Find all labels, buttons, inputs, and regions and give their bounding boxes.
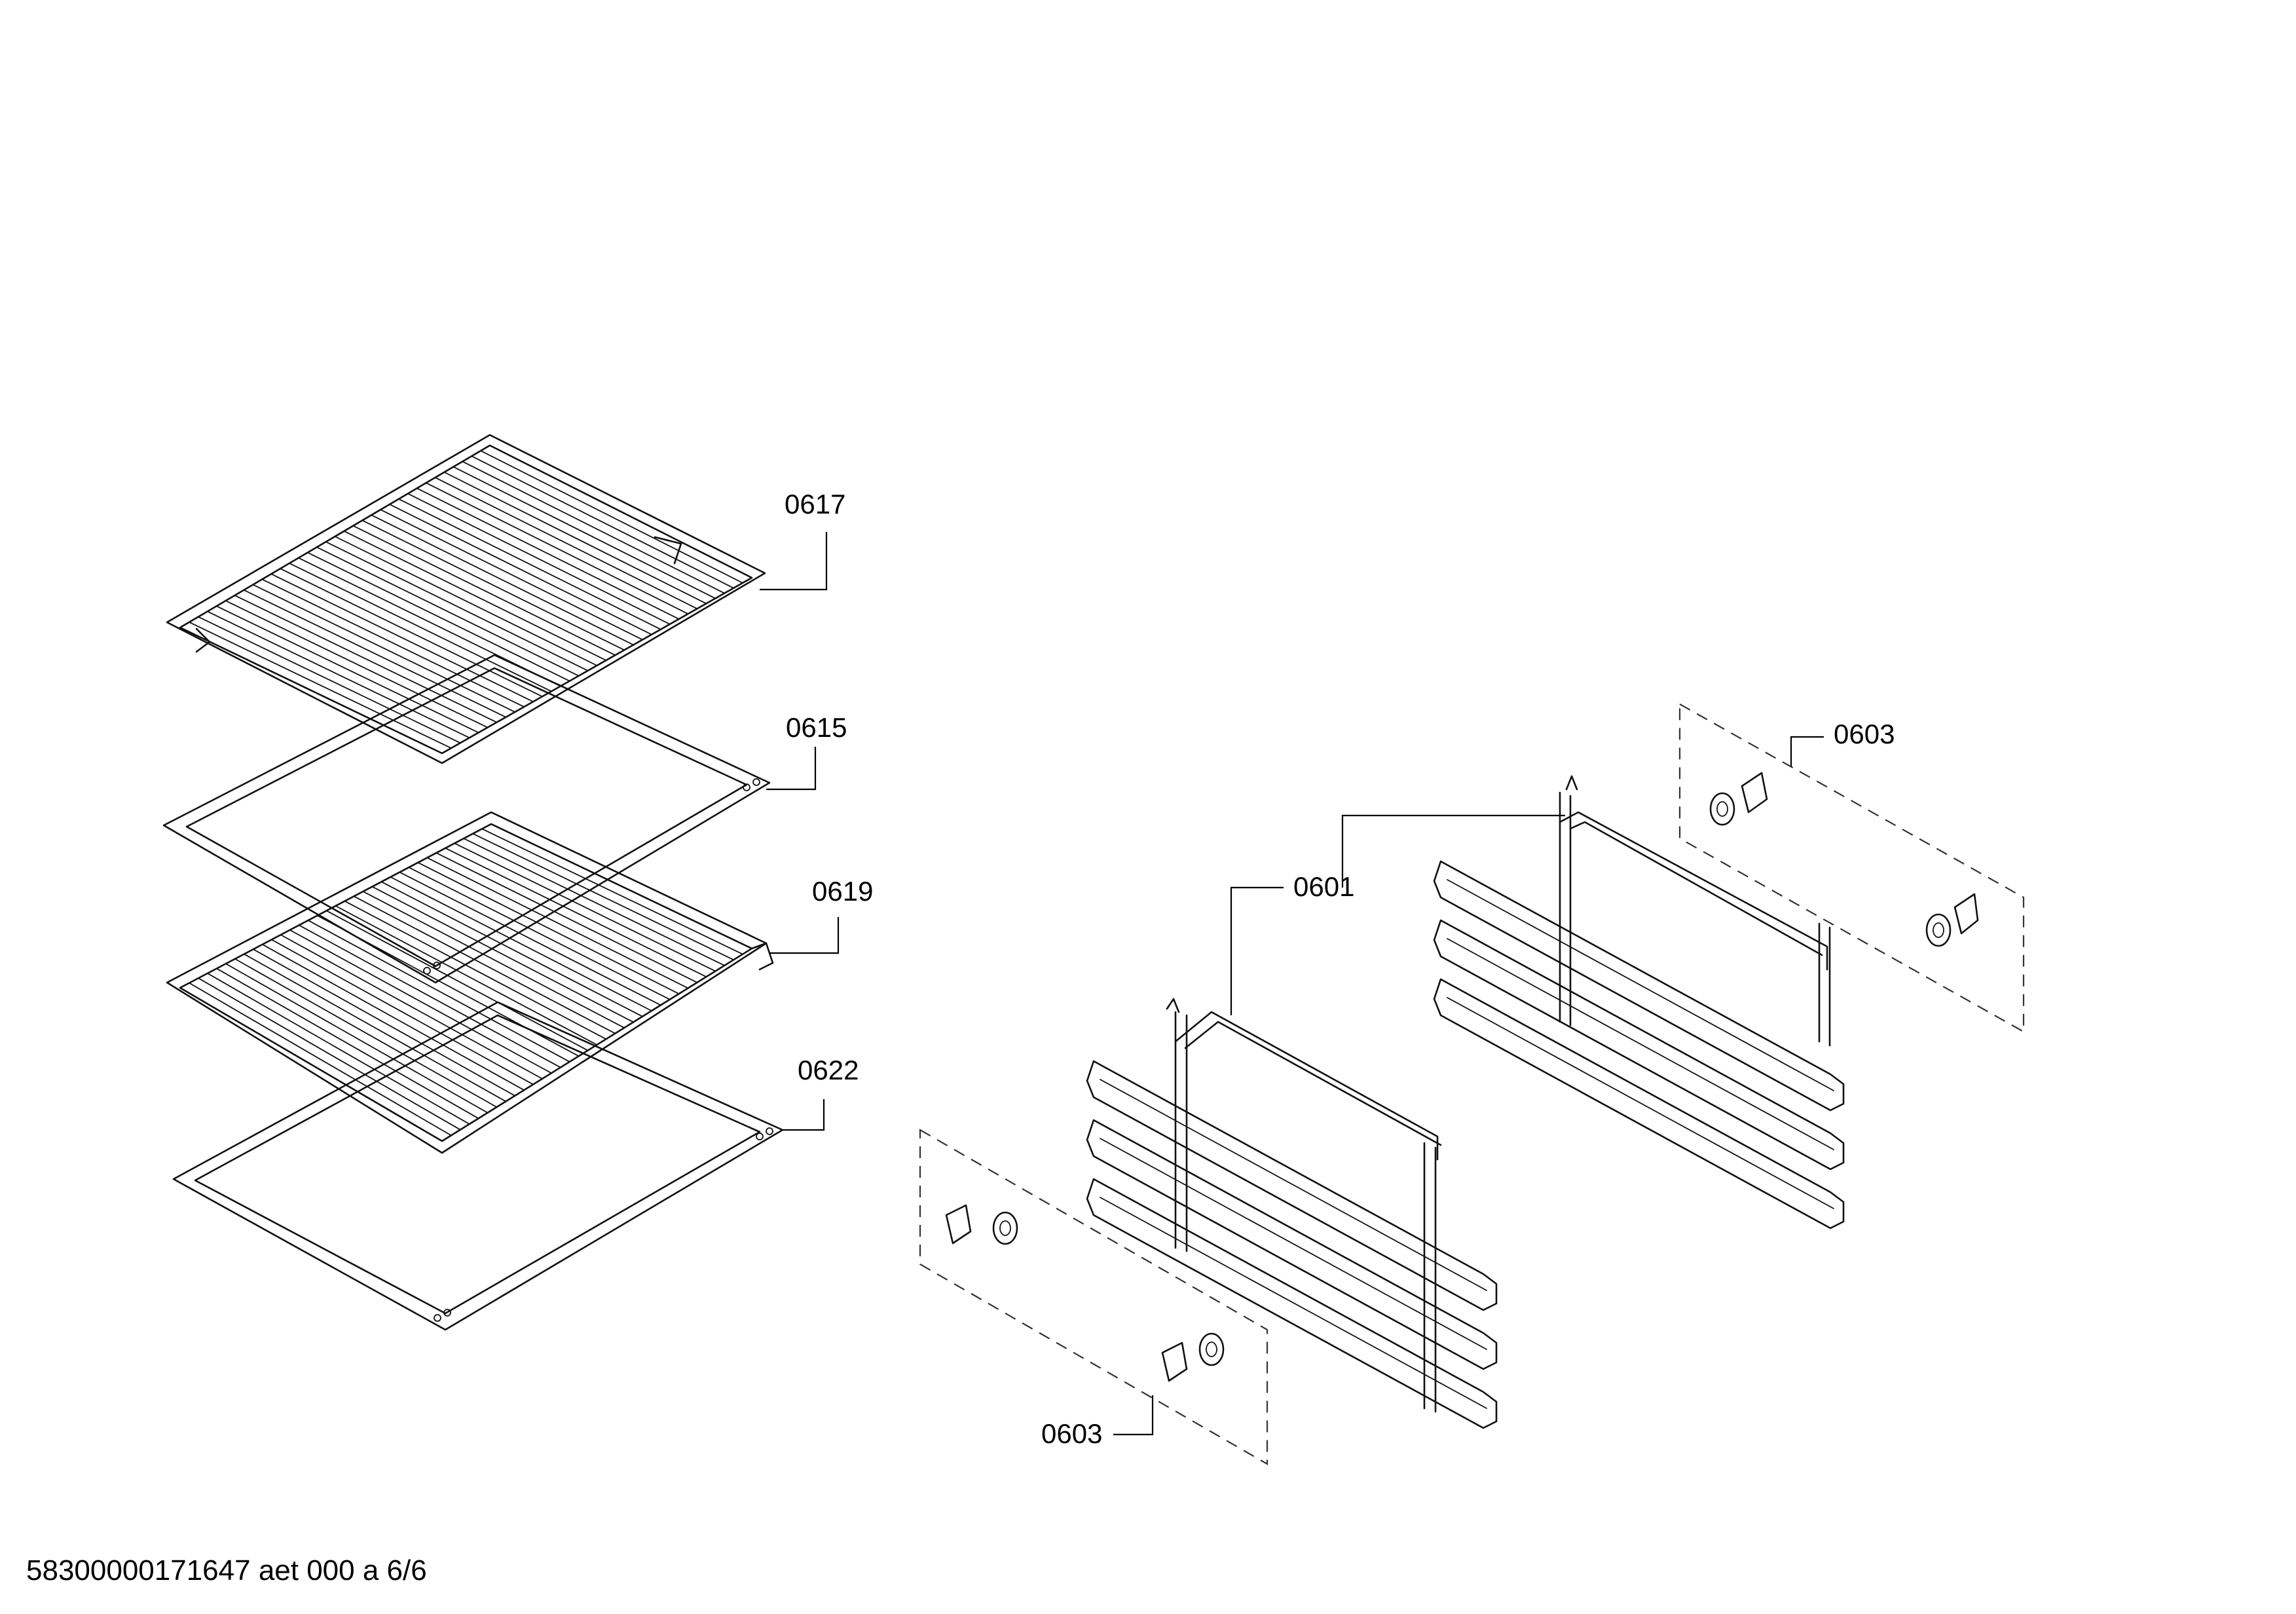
rack-bar <box>270 939 534 1085</box>
rack-bar <box>243 589 507 718</box>
leader-0601: 0601 <box>1230 814 1565 1015</box>
rack-bar <box>480 450 743 584</box>
rack-bar <box>407 493 671 625</box>
rack-bar <box>189 621 452 749</box>
part-label-0622: 0622 <box>798 1055 859 1085</box>
leader-0617: 0617 <box>760 489 845 591</box>
rack-bar <box>399 871 661 1006</box>
rack-bar <box>252 948 516 1097</box>
part-label-0615: 0615 <box>786 712 847 743</box>
part-label-0619: 0619 <box>812 876 873 907</box>
rack-bar <box>270 573 534 703</box>
rack-bar <box>215 967 479 1119</box>
fixing-clips-left <box>919 1129 1268 1465</box>
rail-set-right <box>1433 775 1845 1229</box>
part-label-0603-left: 0603 <box>1041 1418 1102 1449</box>
rack-bar <box>225 963 489 1114</box>
rack-bar <box>198 977 461 1131</box>
rack-bar <box>398 498 661 630</box>
rack-bar <box>234 595 498 723</box>
leader-0619: 0619 <box>769 876 873 954</box>
rack-bar <box>472 833 735 961</box>
rack-bar <box>380 509 643 641</box>
rack-bar <box>425 482 689 615</box>
rack-bar <box>371 514 635 646</box>
leader-0603-right: 0603 <box>1790 719 1895 766</box>
rack-bar <box>280 568 543 698</box>
rack-bar <box>325 541 589 671</box>
rack-bar <box>416 487 680 620</box>
rack-bar <box>462 460 726 594</box>
rack-bar <box>306 552 570 682</box>
rack-bar <box>445 847 707 978</box>
rack-bar <box>453 466 716 599</box>
rack-bar <box>316 914 580 1057</box>
rack-bar <box>215 605 479 734</box>
part-label-0603-right: 0603 <box>1834 719 1895 749</box>
rack-bar <box>463 838 726 966</box>
rack-bar <box>197 616 461 744</box>
rack-bar <box>344 900 607 1040</box>
rack-bar <box>261 943 525 1091</box>
part-label-0617: 0617 <box>785 489 845 519</box>
rack-bar <box>390 876 652 1012</box>
rack-bar <box>289 929 552 1074</box>
rack-bar <box>252 584 516 713</box>
rack-bar <box>234 958 498 1108</box>
rack-bar <box>261 578 525 707</box>
rack-bar <box>408 867 671 1000</box>
rack-bar <box>426 857 689 989</box>
rail-set-left <box>1086 998 1498 1429</box>
rack-bar <box>371 886 635 1023</box>
rack-bar <box>316 546 580 677</box>
rack-bar <box>443 471 707 605</box>
wire-rack-lower <box>166 811 774 1154</box>
rack-bar <box>289 562 552 692</box>
rack-bar <box>280 934 543 1079</box>
rack-bar <box>243 953 507 1102</box>
baking-tray-lower <box>172 1001 784 1331</box>
leader-0622: 0622 <box>783 1055 859 1131</box>
rack-bar <box>454 842 716 972</box>
document-code: 58300000171647 aet 000 a 6/6 <box>26 1554 427 1586</box>
rack-bar <box>298 924 561 1068</box>
rack-bar <box>471 455 735 589</box>
leader-0603-left: 0603 <box>1041 1395 1154 1449</box>
rack-bar <box>362 891 625 1028</box>
rack-bar <box>189 982 452 1136</box>
part-label-0601: 0601 <box>1293 871 1354 902</box>
rack-bar <box>361 519 625 651</box>
wire-rack-top <box>166 434 766 764</box>
rack-bar <box>417 861 680 995</box>
rack-bar <box>352 525 616 656</box>
rack-bar <box>434 477 698 610</box>
rack-bar <box>389 504 652 635</box>
rack-bar <box>380 881 643 1017</box>
rack-bar <box>353 895 616 1034</box>
leader-0615: 0615 <box>766 712 847 791</box>
rack-bar <box>206 610 470 739</box>
rack-bar <box>343 530 607 662</box>
fixing-clips-right <box>1678 703 2025 1033</box>
rack-bar <box>334 536 598 666</box>
rack-bar <box>307 920 570 1062</box>
rack-bar <box>225 600 489 728</box>
rack-bar <box>335 905 598 1045</box>
rack-bar <box>207 973 470 1125</box>
rack-bar <box>481 828 743 955</box>
rack-bar <box>435 852 698 983</box>
rack-bar <box>325 910 589 1051</box>
